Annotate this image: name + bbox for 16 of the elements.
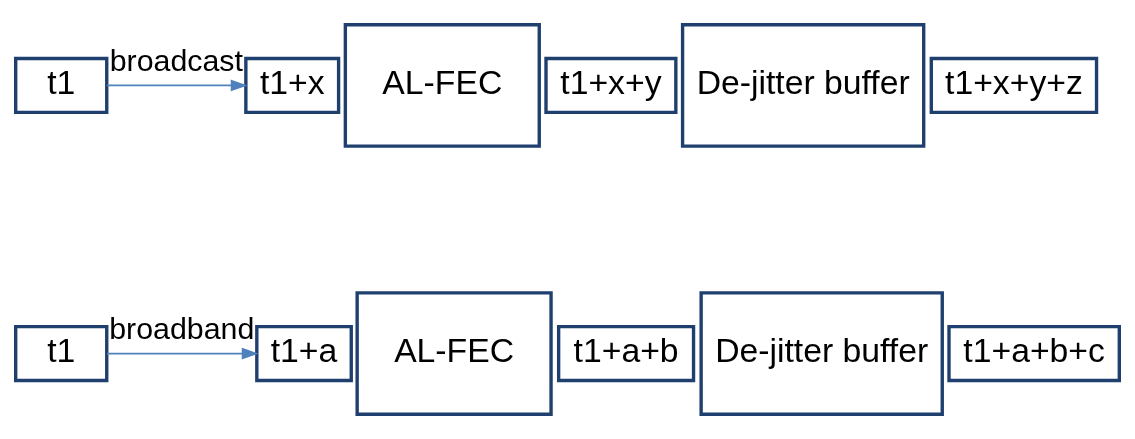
node-box: t1+x bbox=[244, 56, 341, 115]
node-box: t1 bbox=[14, 324, 109, 383]
node-box: t1+a+b+c bbox=[947, 324, 1121, 383]
edge-label: broadband bbox=[109, 312, 255, 346]
node-box: t1+a bbox=[255, 324, 353, 383]
node-box: De-jitter buffer bbox=[680, 23, 926, 148]
node-box: t1+a+b bbox=[556, 324, 696, 383]
arrow bbox=[106, 79, 248, 92]
node-box: t1+x+y+z bbox=[929, 56, 1099, 115]
node-box: t1+x+y bbox=[544, 56, 678, 115]
node-box: AL-FEC bbox=[355, 291, 553, 416]
node-box: AL-FEC bbox=[343, 23, 541, 148]
edge-label: broadcast bbox=[109, 43, 243, 77]
node-box: t1 bbox=[14, 56, 109, 115]
arrow bbox=[106, 347, 259, 360]
node-box: De-jitter buffer bbox=[699, 291, 944, 416]
